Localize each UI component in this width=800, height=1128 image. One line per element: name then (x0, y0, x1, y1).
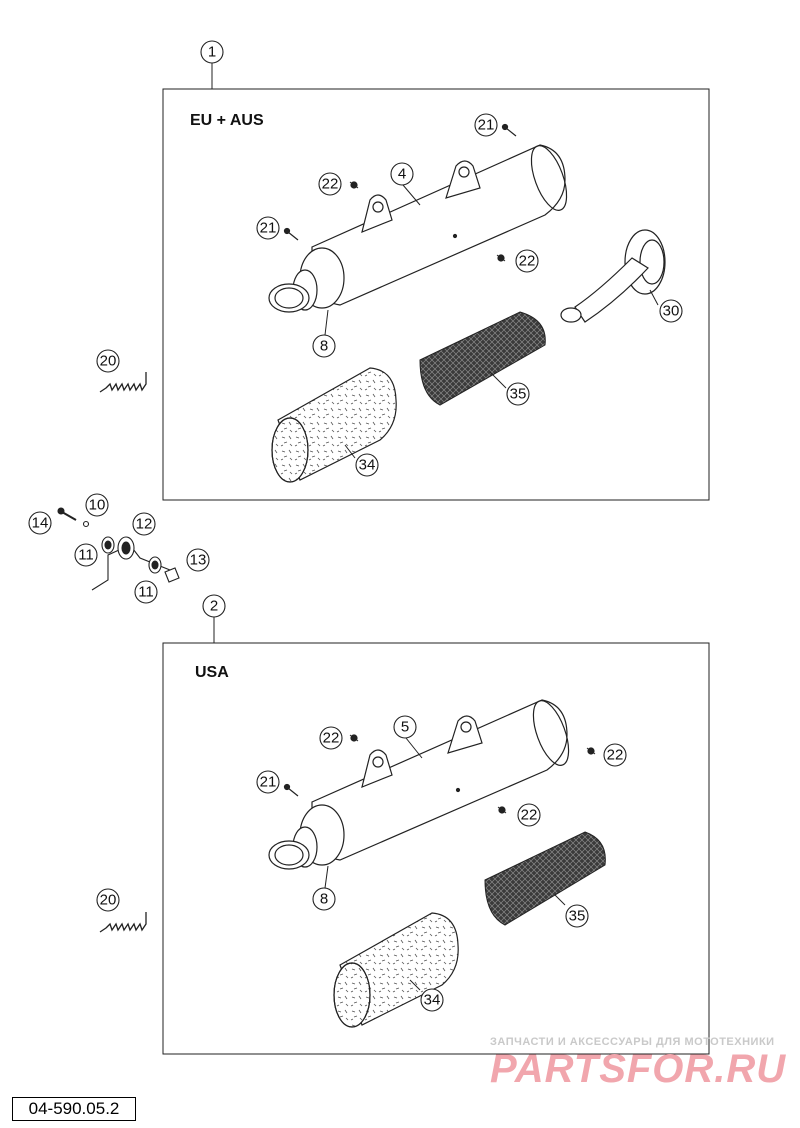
svg-text:5: 5 (401, 719, 409, 736)
callout-bot-20: 20 (96, 888, 120, 912)
callout-top-8: 8 (312, 334, 336, 358)
bottom-region-label: USA (195, 664, 229, 681)
callout-left-20: 20 (96, 349, 120, 373)
top-mesh-insert (419, 311, 546, 406)
svg-text:21: 21 (260, 774, 277, 791)
top-end-cap (560, 229, 666, 323)
spring-left (99, 372, 147, 393)
bottom-packing-wool (333, 912, 459, 1028)
top-packing-wool (271, 367, 397, 483)
callout-bot-21: 21 (256, 770, 280, 794)
svg-text:4: 4 (398, 166, 406, 183)
svg-text:2: 2 (210, 598, 218, 615)
callout-top-22a: 22 (318, 172, 342, 196)
svg-text:8: 8 (320, 891, 328, 908)
callout-mid-11b: 11 (134, 580, 158, 604)
svg-text:21: 21 (478, 117, 495, 134)
top-fasteners (283, 123, 517, 262)
svg-text:34: 34 (359, 457, 376, 474)
callout-bot-22c: 22 (517, 803, 541, 827)
svg-text:30: 30 (663, 303, 680, 320)
svg-text:20: 20 (100, 892, 117, 909)
svg-text:20: 20 (100, 353, 117, 370)
svg-text:11: 11 (78, 547, 94, 564)
callout-top-34: 34 (355, 453, 379, 477)
bottom-assembly: USA (162, 642, 710, 1055)
svg-text:22: 22 (521, 807, 538, 824)
svg-text:22: 22 (322, 176, 339, 193)
callout-bot-35: 35 (565, 904, 589, 928)
bottom-leaders (324, 737, 566, 991)
top-assembly: EU + AUS (162, 88, 710, 501)
svg-text:8: 8 (320, 338, 328, 355)
top-silencer (268, 144, 568, 313)
spring-bottom-left (99, 912, 147, 933)
svg-text:PARTSFOR.RU: PARTSFOR.RU (490, 1047, 786, 1091)
watermark: ЗАПЧАСТИ И АКСЕССУАРЫ ДЛЯ МОТОТЕХНИКИ PA… (490, 1036, 786, 1091)
callout-top-30: 30 (659, 299, 683, 323)
svg-text:12: 12 (136, 516, 153, 533)
svg-text:ЗАПЧАСТИ И АКСЕССУАРЫ ДЛЯ МОТО: ЗАПЧАСТИ И АКСЕССУАРЫ ДЛЯ МОТОТЕХНИКИ (490, 1036, 775, 1048)
callout-mid-12: 12 (132, 512, 156, 536)
svg-text:22: 22 (607, 747, 624, 764)
callout-2: 2 (202, 594, 226, 618)
bottom-silencer (268, 699, 570, 870)
callout-top-35: 35 (506, 382, 530, 406)
bottom-fasteners (283, 734, 596, 814)
bottom-frame (162, 642, 710, 1055)
callout-top-21a: 21 (474, 113, 498, 137)
svg-text:10: 10 (89, 497, 106, 514)
diagram-code-label: 04-590.05.2 (12, 1097, 136, 1121)
callout-top-22b: 22 (515, 249, 539, 273)
svg-text:35: 35 (510, 386, 527, 403)
svg-text:11: 11 (138, 584, 154, 601)
svg-text:14: 14 (32, 515, 49, 532)
svg-text:21: 21 (260, 220, 277, 237)
callout-mid-11a: 11 (74, 543, 98, 567)
callout-mid-10: 10 (85, 493, 109, 517)
svg-text:1: 1 (208, 44, 216, 61)
callout-bot-5: 5 (393, 715, 417, 739)
callout-bot-22a: 22 (319, 726, 343, 750)
top-leaders (324, 184, 659, 459)
svg-text:34: 34 (424, 992, 441, 1009)
callout-bot-22b: 22 (603, 743, 627, 767)
callout-top-21b: 21 (256, 216, 280, 240)
callout-bot-34: 34 (420, 988, 444, 1012)
svg-text:22: 22 (519, 253, 536, 270)
callout-mid-13: 13 (186, 548, 210, 572)
callout-top-4: 4 (390, 162, 414, 186)
svg-text:22: 22 (323, 730, 340, 747)
svg-text:35: 35 (569, 908, 586, 925)
callout-mid-14: 14 (28, 511, 52, 535)
top-region-label: EU + AUS (190, 112, 264, 129)
callout-1: 1 (200, 40, 224, 64)
bottom-mesh-insert (484, 831, 606, 926)
top-frame (162, 88, 710, 501)
mounting-hardware (57, 507, 180, 591)
callout-bot-8: 8 (312, 887, 336, 911)
svg-text:13: 13 (190, 552, 207, 569)
